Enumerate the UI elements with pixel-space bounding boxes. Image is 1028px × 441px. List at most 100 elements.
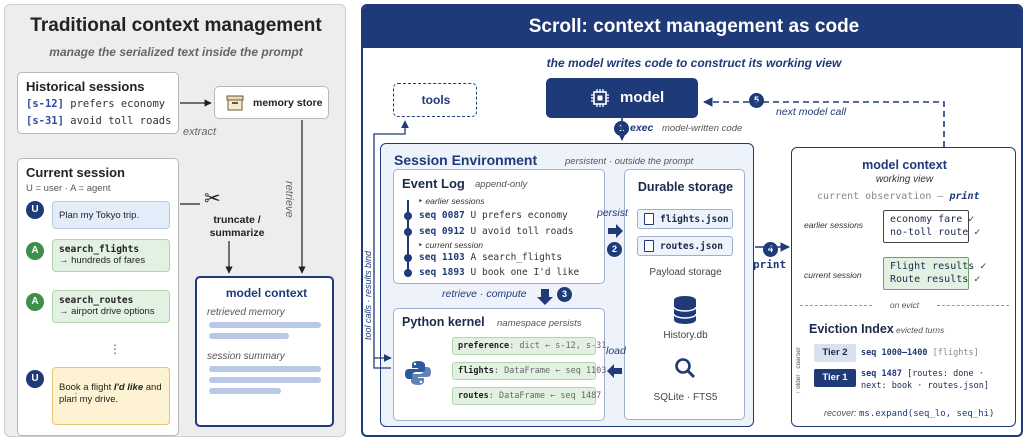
left-panel-title: Traditional context management [30, 15, 322, 36]
timeline-line [407, 200, 409, 274]
working-view-box: model context working view current obser… [791, 147, 1016, 427]
historical-item: [s-31] avoid toll roads [26, 115, 172, 127]
timeline-dot [404, 269, 412, 277]
event-log-title: Event Log [402, 176, 465, 191]
python-kernel-description: namespace persists [497, 318, 582, 329]
tier-1-badge: Tier 1 [814, 369, 856, 387]
model-context-box: model context retrieved memory session s… [195, 276, 334, 427]
agent-avatar: A [26, 242, 44, 260]
timeline-dot [404, 254, 412, 262]
divider [937, 305, 1009, 306]
current-session-label: ‣ current session [418, 240, 484, 250]
ellipsis: ⋮ [71, 392, 81, 403]
current-session-legend: U = user · A = agent [26, 183, 111, 194]
event-entry: seq 1893 U book one I'd like [419, 267, 580, 278]
load-label: load [606, 345, 626, 357]
durable-storage-title: Durable storage [637, 180, 734, 194]
print-label: print [753, 258, 787, 271]
function-result: → airport drive options [59, 306, 155, 317]
model-context-title: model context [225, 286, 308, 300]
text-bar [209, 322, 321, 328]
truncate-summarize-label: truncate / summarize [209, 214, 265, 239]
text-bar [209, 366, 321, 372]
earlier-sessions-label: ‣ earlier sessions [418, 196, 485, 206]
scroll-panel-header [363, 6, 1021, 48]
eviction-index-title: Eviction Index [809, 322, 894, 336]
file-chip: routes.json [637, 236, 733, 256]
archive-box-icon [226, 95, 244, 111]
earlier-sessions-chip: economy fare ✓ no-toll route ✓ [883, 210, 980, 243]
search-icon [675, 358, 696, 379]
text-bar [209, 388, 281, 394]
user-message: Plan my Tokyo trip. [52, 201, 170, 229]
divider [800, 305, 872, 306]
session-summary-label: session summary [207, 351, 285, 362]
session-environment-title: Session Environment [394, 152, 538, 168]
namespace-variable: routes: DataFrame ← seq 1487 [452, 387, 601, 405]
left-panel-subtitle: manage the serialized text inside the pr… [49, 45, 303, 59]
retrieve-label: retrieve [283, 181, 295, 218]
event-entry: seq 1103 A search_flights [419, 252, 563, 263]
file-icon [644, 213, 654, 225]
event-log-description: append-only [475, 179, 528, 190]
session-environment-description: persistent · outside the prompt [565, 156, 694, 167]
traditional-panel: Traditional context management manage th… [4, 4, 346, 437]
database-icon [673, 296, 697, 324]
working-view-subtitle: working view [875, 174, 934, 185]
function-name: search_routes [59, 295, 134, 306]
current-session-chip: Flight results ✓ Route results ✓ [883, 257, 986, 290]
tools-label: tools [421, 93, 451, 107]
model-label: model [620, 89, 665, 106]
user-avatar: U [26, 370, 44, 388]
tier-1-entry: seq 1487 [routes: done · [861, 369, 984, 379]
sqlite-fts5-label: SQLite · FTS5 [653, 392, 718, 403]
exec-label: exec [630, 122, 654, 134]
event-entry: seq 0912 U avoid toll roads [419, 226, 574, 237]
timeline-dot [404, 228, 412, 236]
event-entry: seq 0087 U prefers economy [419, 210, 568, 221]
persist-label: persist [597, 207, 628, 219]
historical-sessions-box: Historical sessions [s-12] prefers econo… [17, 72, 179, 134]
retrieve-compute-label: retrieve · compute [442, 288, 527, 300]
file-chip: flights.json [637, 209, 733, 229]
namespace-variable: preference: dict ← s-12, s-31 [452, 337, 606, 355]
agent-message: search_flights → hundreds of fares [52, 239, 170, 272]
agent-avatar: A [26, 293, 44, 311]
timeline-dot [404, 212, 412, 220]
python-kernel-title: Python kernel [402, 315, 485, 329]
payload-storage-label: Payload storage [649, 267, 722, 278]
memory-store-box: memory store [214, 86, 329, 119]
function-name: search_flights [59, 244, 140, 255]
retrieved-memory-label: retrieved memory [207, 307, 285, 318]
namespace-variable: flights: DataFrame ← seq 1103 [452, 362, 606, 380]
current-session-title: Current session [26, 165, 125, 180]
current-observation-label: current observation — print [817, 191, 980, 202]
step-badge: 3 [557, 287, 572, 302]
next-model-call-label: next model call [776, 106, 847, 118]
text-bar [209, 377, 321, 383]
earlier-sessions-label: earlier sessions [804, 220, 864, 230]
exec-description: model-written code [662, 123, 743, 134]
working-view-title: model context [862, 158, 947, 172]
user-avatar: U [26, 201, 44, 219]
recover-line: recover: ms.expand(seq_lo, seq_hi) [824, 408, 995, 419]
current-session-box: Current session U = user · A = agent U P… [17, 158, 179, 436]
agent-message: search_routes → airport drive options [52, 290, 170, 323]
file-icon [644, 240, 654, 252]
older-coarser-label: ↑ older · coarser [795, 347, 802, 394]
history-db-label: History.db [663, 330, 708, 341]
text-bar [209, 333, 289, 339]
historical-sessions-title: Historical sessions [26, 79, 145, 94]
tier-2-badge: Tier 2 [814, 344, 856, 362]
scroll-panel: Scroll: context management as code the m… [361, 4, 1023, 437]
eviction-index-description: evicted turns [896, 325, 945, 335]
step-badge: 1 [614, 121, 629, 136]
historical-item: [s-12] prefers economy [26, 98, 166, 110]
current-session-label: current session [804, 270, 862, 280]
event-log-box: Event Log append-only ‣ earlier sessions… [393, 169, 605, 284]
ellipsis: ⋮ [109, 342, 121, 356]
model-box: model [546, 78, 698, 118]
tier-2-entry: seq 1000–1400 [flights] [861, 348, 979, 358]
user-final-message: Book a flight I'd like and plan my drive… [52, 367, 170, 425]
memory-store-label: memory store [253, 97, 323, 109]
